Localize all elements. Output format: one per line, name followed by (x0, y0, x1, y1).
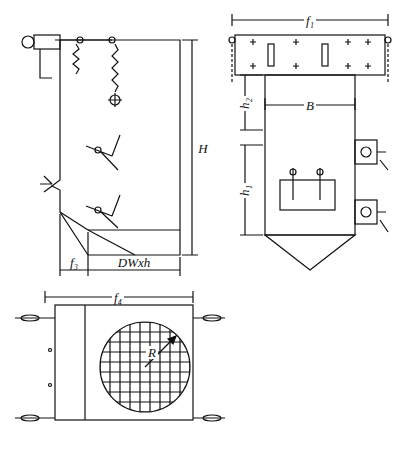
dimension-label: h₁ (239, 182, 252, 197)
flange-lever-stroke (40, 176, 52, 192)
plan-view-frame-stroke-stroke (189, 320, 190, 414)
dimension-label: H (196, 142, 209, 155)
side-ports-stroke (377, 152, 388, 170)
plan-view-frame-stroke (98, 320, 192, 414)
plan-view-frame-stroke-stroke (129, 320, 130, 414)
plan-view-frame-stroke-stroke (169, 320, 170, 414)
plan-view-arms-stroke (21, 415, 39, 421)
plan-view-arms (15, 315, 225, 421)
chain-stroke (73, 44, 79, 74)
dimension-label: h₂ (239, 95, 252, 110)
top-plate-stroke (232, 44, 388, 82)
chain-stroke (108, 93, 122, 107)
front-view-body-stroke (293, 168, 320, 200)
front-view-body-stroke (265, 75, 355, 235)
top-plate-stroke (235, 35, 385, 75)
agitator-blades-stroke (86, 135, 120, 170)
agitator-blades (86, 135, 120, 228)
dimension-lines (60, 40, 198, 276)
plan-view-frame-stroke-stroke (98, 391, 192, 392)
side-ports-stroke (361, 207, 371, 217)
top-plate-stroke (250, 39, 371, 69)
side-view-body-stroke (88, 229, 180, 230)
drive-mechanism-stroke (60, 39, 112, 40)
side-view-body (52, 40, 180, 255)
plan-view-frame-stroke-stroke (98, 331, 192, 332)
plan-view-frame-stroke-stroke (98, 411, 192, 412)
side-ports (355, 140, 388, 232)
plan-view-arms-stroke (49, 349, 52, 352)
plan-view-frame-stroke (168, 336, 176, 344)
dimension-label: f₁ (304, 14, 316, 27)
plan-view-frame-stroke (55, 305, 193, 420)
drive-mechanism-stroke (77, 37, 83, 43)
drive-mechanism-stroke (34, 35, 60, 49)
plan-view-frame-stroke-stroke (98, 321, 192, 322)
dimension-label: f₄ (112, 291, 124, 304)
plan-view-frame-stroke-stroke (98, 361, 192, 362)
side-view-body-stroke (52, 40, 180, 255)
plan-view-frame-stroke-stroke (149, 320, 150, 414)
agitator-blades-stroke (86, 195, 120, 228)
plan-view-frame-stroke-stroke (139, 320, 140, 414)
plan-view-frame-stroke-stroke (98, 351, 192, 352)
plan-view-arms-stroke (203, 415, 221, 421)
dimension-lines-plan-stroke (45, 291, 193, 303)
side-ports-stroke (355, 140, 377, 164)
front-view-body (265, 75, 355, 270)
plan-view-frame-stroke (145, 336, 176, 367)
dimension-lines-front-stroke (232, 14, 388, 26)
plan-view-frame-stroke-stroke (98, 371, 192, 372)
side-view-body-stroke (88, 230, 135, 255)
front-view-body-stroke (290, 169, 296, 175)
plan-view-frame-stroke (100, 322, 190, 412)
plan-view-frame-stroke-stroke (119, 320, 120, 414)
flange-lever (40, 176, 52, 192)
plan-view-frame-stroke-stroke (98, 381, 192, 382)
drive-mechanism (22, 35, 115, 78)
front-view-body-stroke (265, 235, 355, 270)
plan-view-frame-stroke-stroke (179, 320, 180, 414)
plan-view-frame-stroke (84, 305, 85, 420)
dimension-lines-front (232, 14, 388, 235)
top-plate-stroke (322, 44, 328, 66)
front-view-body-stroke (280, 180, 335, 210)
plan-view-arms-stroke (203, 315, 221, 321)
chain (73, 44, 122, 107)
dimension-lines-stroke (60, 214, 180, 276)
side-view-body-stroke (60, 212, 88, 230)
plan-view-frame-stroke-stroke (109, 320, 110, 414)
chain-stroke (112, 44, 118, 92)
dimension-label: f₃ (68, 256, 80, 269)
plan-view-arms-stroke (49, 384, 52, 387)
top-plate-stroke (385, 37, 391, 43)
dimension-label: DWxh (116, 256, 153, 269)
plan-view-arms-stroke (21, 315, 39, 321)
side-ports-stroke (355, 200, 377, 224)
plan-view-frame-stroke-stroke (98, 401, 192, 402)
dimension-label: B (304, 99, 316, 112)
plan-view-frame-stroke-stroke (159, 320, 160, 414)
drive-mechanism-stroke (22, 36, 34, 48)
top-plate-stroke (268, 44, 274, 66)
drive-mechanism-stroke (40, 49, 52, 78)
plan-view-frame-stroke-stroke (99, 320, 100, 414)
dimension-lines-plan (45, 291, 193, 303)
side-ports-stroke (377, 212, 388, 232)
side-ports-stroke (361, 147, 371, 157)
plan-view-frame (55, 305, 193, 420)
front-view-body-stroke (317, 169, 323, 175)
top-plate-stroke (229, 37, 235, 43)
radius-label: R (146, 346, 158, 359)
plan-view-arms-stroke (15, 318, 225, 418)
drive-mechanism-stroke (109, 37, 115, 43)
plan-view-frame-stroke-stroke (98, 341, 192, 342)
